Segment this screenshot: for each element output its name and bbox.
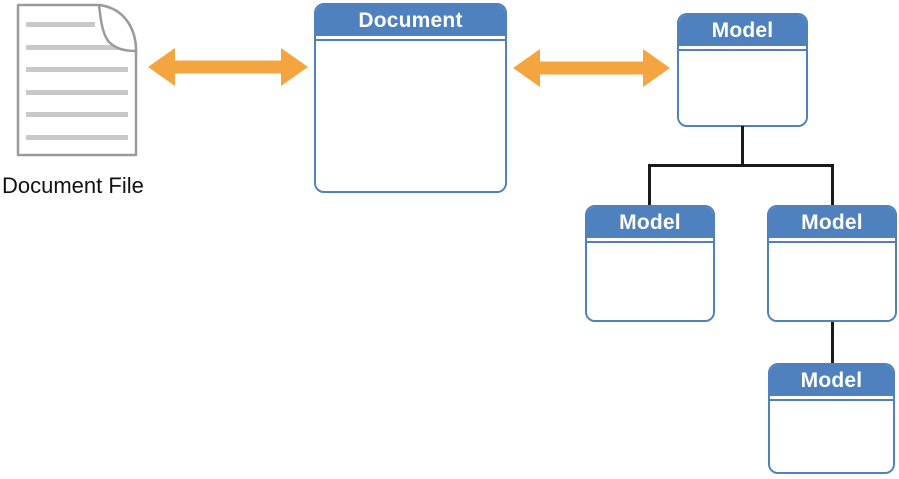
document-file-label: Document File — [2, 173, 144, 198]
document-file-icon — [16, 3, 138, 157]
model-root-box-body — [679, 49, 806, 125]
connector-grandchild-drop — [831, 321, 834, 365]
document-box-header: Document — [316, 5, 505, 39]
document-text-lines — [26, 22, 128, 140]
folded-corner — [97, 3, 138, 53]
document-box-body — [316, 39, 505, 191]
connector-root-drop — [741, 126, 744, 166]
model-grandchild-box-title: Model — [800, 368, 863, 392]
model-child-left-box-header: Model — [587, 207, 713, 241]
connector-left-child-drop — [648, 164, 651, 207]
connector-right-child-drop — [831, 164, 834, 207]
model-child-right-box-title: Model — [801, 210, 863, 234]
double-arrow-right-icon — [513, 49, 670, 87]
model-grandchild-box-body — [770, 399, 893, 472]
model-child-left-box-title: Model — [619, 210, 681, 234]
model-child-right-box: Model — [767, 205, 897, 322]
model-child-left-box-body — [587, 241, 713, 320]
model-grandchild-box-header: Model — [770, 365, 893, 399]
document-box-title: Document — [358, 8, 463, 32]
double-arrow-left-icon — [148, 48, 308, 86]
document-box: Document — [314, 3, 507, 193]
model-child-right-box-body — [769, 241, 895, 320]
model-root-box: Model — [677, 13, 808, 127]
connector-horizontal — [648, 164, 834, 167]
model-grandchild-box: Model — [768, 363, 895, 474]
model-child-left-box: Model — [585, 205, 715, 322]
model-child-right-box-header: Model — [769, 207, 895, 241]
model-root-box-header: Model — [679, 15, 806, 49]
model-root-box-title: Model — [711, 18, 774, 42]
